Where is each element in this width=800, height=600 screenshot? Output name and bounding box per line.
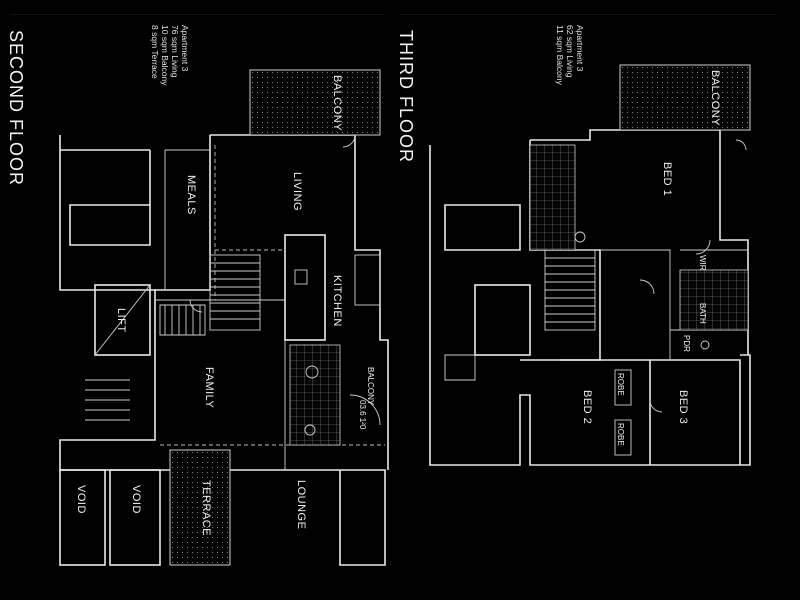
second-floor-info-4: 8 sqm Terrace	[150, 25, 160, 79]
label-void-2: VOID	[130, 485, 142, 514]
third-floor-title: THIRD FLOOR	[396, 30, 416, 163]
label-balcony-top: BALCONY	[331, 75, 343, 131]
second-floor-plan	[59, 69, 389, 566]
label-wir: WIR	[698, 255, 707, 271]
second-floor-info-1: Apartment 3	[180, 25, 190, 72]
terrace-hatch	[169, 449, 231, 566]
balcony-top-hatch	[249, 69, 381, 136]
label-void-1: VOID	[75, 485, 87, 514]
third-floor-info-3: 11 sqm Balcony	[555, 25, 565, 86]
third-floor-plan	[429, 64, 751, 466]
label-balcony: BALCONY	[709, 70, 721, 126]
third-floor-info-1: Apartment 3	[575, 25, 585, 72]
kitchen-bench	[284, 234, 326, 341]
ensuite-tiles	[529, 144, 576, 251]
balcony-hatch	[619, 64, 751, 131]
label-lounge: LOUNGE	[295, 480, 307, 529]
stairs-second	[159, 254, 261, 336]
label-bed-1: BED 1	[661, 162, 673, 196]
label-terrace: TERRACE	[200, 480, 212, 536]
label-balcony-note: 03.6 1²0	[358, 400, 367, 430]
label-robe-2: ROBE	[616, 423, 625, 446]
second-floor-title: SECOND FLOOR	[6, 30, 26, 186]
label-balcony-small: BALCONY	[366, 367, 375, 406]
label-pdr: PDR	[682, 335, 691, 352]
second-floor-info-2: 76 sqm Living	[170, 25, 180, 78]
label-bed-2: BED 2	[581, 390, 593, 424]
lift-shaft	[94, 284, 151, 356]
third-floor-info-2: 62 sqm Living	[565, 25, 575, 78]
label-robe-1: ROBE	[616, 373, 625, 396]
label-bed-3: BED 3	[677, 390, 689, 424]
label-kitchen: KITCHEN	[331, 275, 343, 327]
label-meals: MEALS	[185, 175, 197, 215]
label-living: LIVING	[291, 172, 303, 211]
label-bath: BATH	[698, 303, 707, 324]
stairs-third	[544, 249, 596, 331]
label-family: FAMILY	[203, 367, 215, 408]
label-lift: LIFT	[115, 308, 127, 333]
bath-tiles	[679, 269, 749, 331]
second-floor-info-3: 10 sqm Balcony	[160, 25, 170, 86]
